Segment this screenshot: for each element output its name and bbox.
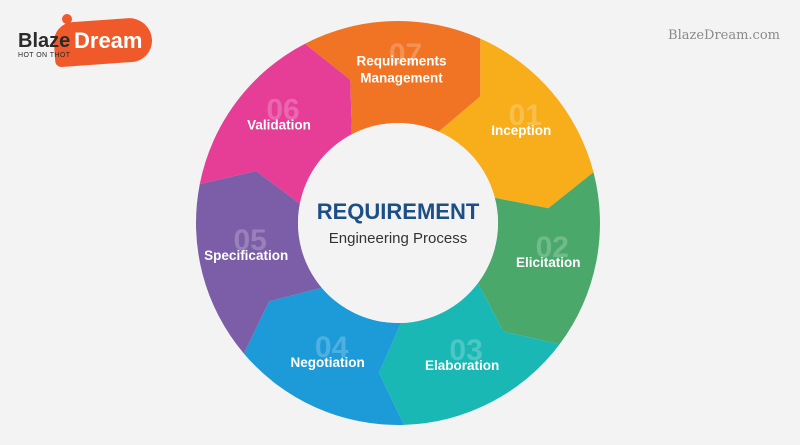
step-number-06: 06 [266, 94, 299, 127]
brand-logo: Blaze Dream HOT ON THOT [14, 14, 164, 68]
logo-word-dream: Dream [74, 28, 143, 53]
step-label-06: Validation [247, 118, 311, 133]
cycle-segment-01 [438, 38, 594, 209]
center-title: REQUIREMENT [317, 199, 480, 224]
step-number-01: 01 [509, 99, 542, 132]
step-label-05: Specification [204, 248, 288, 263]
cycle-segment-02 [478, 172, 600, 345]
cycle-segment-06 [199, 43, 352, 204]
step-number-04: 04 [315, 331, 349, 364]
step-label-03: Elaboration [425, 358, 499, 373]
cycle-segment-03 [378, 283, 560, 425]
step-number-02: 02 [536, 231, 569, 264]
step-number-07: 07 [389, 38, 422, 71]
site-url: BlazeDream.com [668, 28, 780, 43]
center-subtitle: Engineering Process [329, 230, 467, 247]
step-label-04: Negotiation [290, 355, 364, 370]
logo-dot [62, 14, 72, 24]
logo-word-blaze: Blaze [18, 30, 71, 52]
step-label-02: Elicitation [516, 255, 581, 270]
cycle-segment-07 [305, 21, 481, 135]
cycle-segments [196, 21, 600, 425]
step-label-01: Inception [491, 123, 551, 138]
step-label-07-line2: Management [360, 71, 443, 86]
cycle-segment-04 [243, 287, 404, 425]
step-number-05: 05 [234, 224, 267, 257]
step-label-07-line1: Requirements [356, 54, 446, 69]
logo-tagline: HOT ON THOT [18, 52, 71, 59]
step-number-03: 03 [449, 334, 482, 367]
center-circle [298, 123, 498, 323]
cycle-segment-05 [196, 171, 322, 354]
